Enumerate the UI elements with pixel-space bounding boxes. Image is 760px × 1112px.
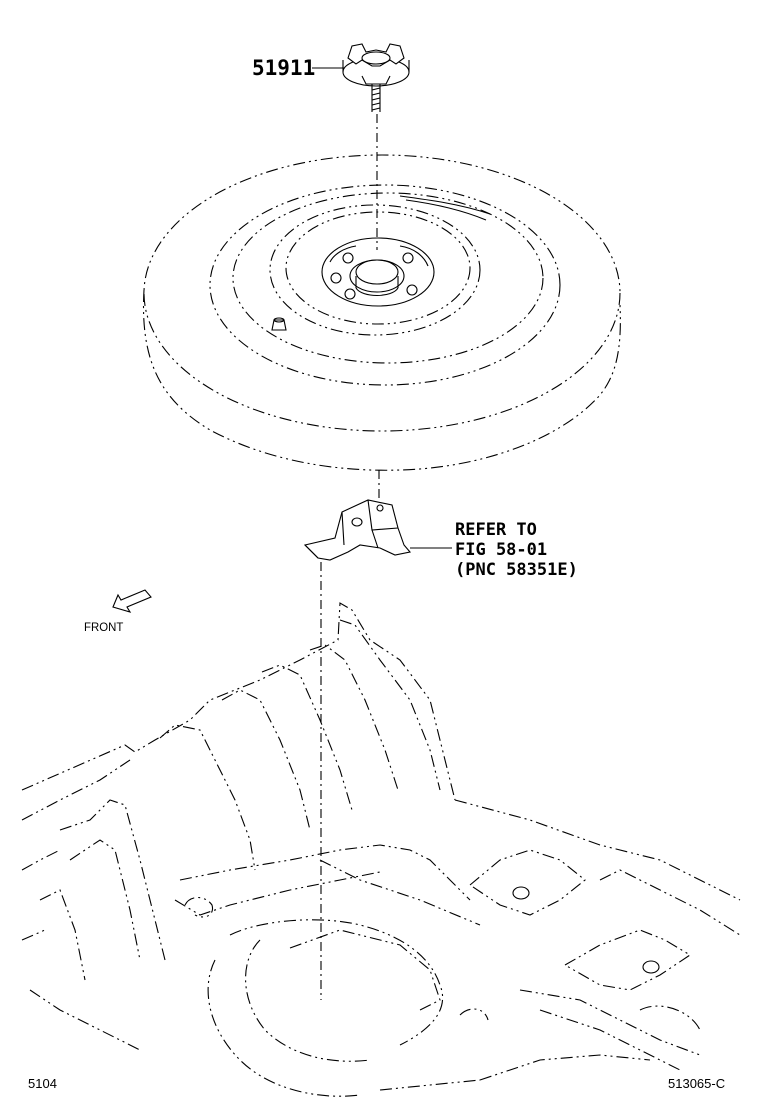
spare-tire — [142, 154, 621, 471]
refer-line-1: REFER TO — [455, 520, 537, 540]
refer-line-2: FIG 58-01 — [455, 540, 548, 560]
part-number-51911[interactable]: 51911 — [252, 56, 316, 80]
figure-code: 513065-C — [668, 1076, 726, 1091]
front-label: FRONT — [84, 620, 124, 634]
clamp-bolt-51911 — [342, 43, 410, 112]
refer-line-3: (PNC 58351E) — [455, 560, 578, 580]
page-code: 5104 — [28, 1076, 57, 1091]
refer-to-note[interactable]: REFER TO FIG 58-01 (PNC 58351E) — [455, 520, 578, 580]
rear-floor-pan — [21, 602, 741, 1097]
front-direction-arrow-icon — [112, 589, 152, 613]
spare-wheel-bracket — [303, 499, 412, 561]
